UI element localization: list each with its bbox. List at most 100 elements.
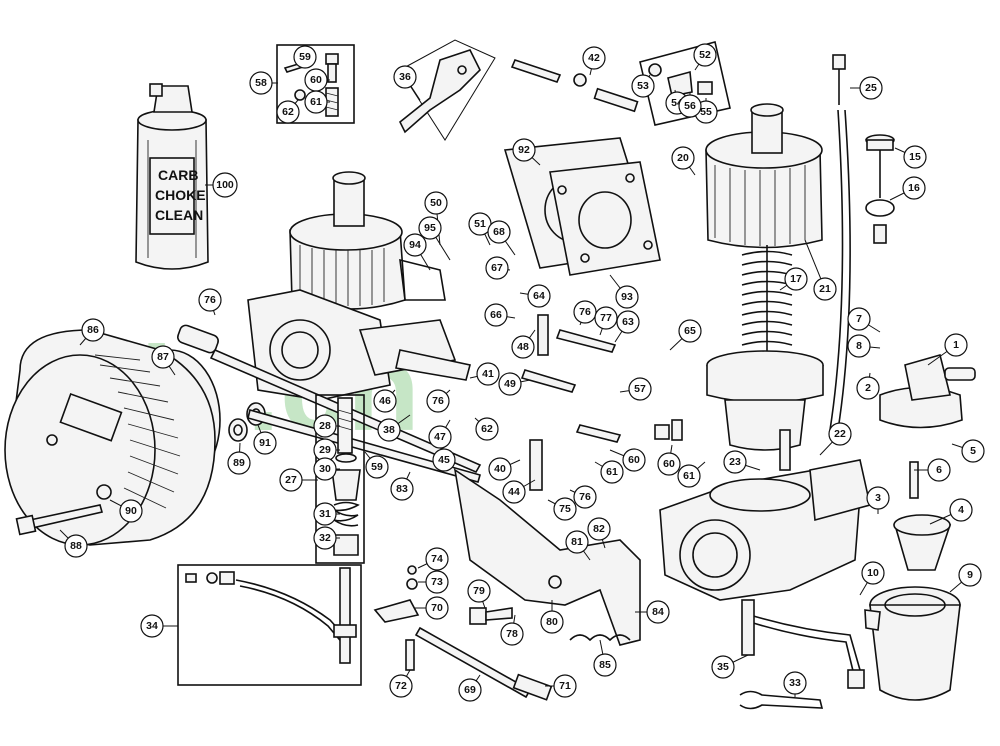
callout-circle — [512, 138, 536, 162]
callout-number: 2 — [865, 382, 871, 394]
callout-circle — [866, 486, 890, 510]
callout-circle — [859, 76, 883, 100]
callout-circle — [813, 277, 837, 301]
part-callout-92: 92 — [512, 138, 541, 166]
part-callout-61: 61 — [594, 460, 624, 484]
can-label-line-3: CLEAN — [155, 207, 203, 223]
part-callout-49: 49 — [498, 372, 531, 396]
throttle-link-bracket — [453, 468, 641, 646]
callout-circle — [903, 145, 927, 169]
part-callout-65: 65 — [669, 319, 702, 351]
callout-circle — [949, 498, 973, 522]
carb-cleaner-can: CARB CHOKE CLEAN — [135, 83, 209, 270]
callout-number: 76 — [579, 306, 591, 318]
callout-number: 59 — [299, 51, 311, 63]
callout-circle — [432, 448, 456, 472]
callout-number: 54 — [671, 97, 683, 109]
throttle-cable — [829, 54, 851, 431]
part-callout-48: 48 — [511, 329, 536, 359]
callout-number: 61 — [606, 466, 618, 478]
part-callout-15: 15 — [894, 145, 927, 169]
linkage-bracket-36 — [398, 39, 496, 141]
part-callout-1: 1 — [927, 333, 968, 366]
part-callout-82: 82 — [587, 517, 611, 549]
callout-circle — [485, 256, 509, 280]
part-callout-6: 6 — [914, 458, 951, 482]
callout-circle — [313, 526, 337, 550]
callout-circle — [961, 439, 985, 463]
callout-number: 79 — [473, 585, 485, 597]
damper-cap — [865, 134, 895, 244]
callout-circle — [628, 377, 652, 401]
callout-number: 75 — [559, 503, 571, 515]
part-callout-89: 89 — [227, 442, 251, 475]
callout-number: 71 — [559, 680, 571, 692]
part-callout-38: 38 — [377, 414, 411, 442]
callout-circle — [856, 376, 880, 400]
part-callout-74: 74 — [417, 547, 449, 571]
part-callout-93: 93 — [609, 274, 639, 309]
callout-number: 55 — [700, 106, 712, 118]
part-callout-34: 34 — [140, 614, 178, 638]
callout-circle — [540, 610, 564, 634]
callout-number: 47 — [434, 431, 446, 443]
callout-number: 33 — [789, 677, 801, 689]
part-callout-62: 62 — [474, 417, 499, 441]
can-label-line-1: CARB — [158, 167, 198, 183]
jet-needle — [909, 461, 919, 499]
part-callout-5: 5 — [951, 439, 985, 463]
part-callout-4: 4 — [929, 498, 973, 525]
callout-circle — [587, 517, 611, 541]
callout-circle — [390, 477, 414, 501]
part-callout-73: 73 — [418, 570, 449, 594]
part-callout-87: 87 — [151, 345, 176, 376]
callout-circle — [424, 191, 448, 215]
part-callout-70: 70 — [415, 596, 449, 620]
callout-number: 53 — [637, 80, 649, 92]
callout-number: 32 — [319, 532, 331, 544]
callout-number: 90 — [125, 505, 137, 517]
callout-number: 15 — [909, 151, 921, 163]
callout-number: 80 — [546, 616, 558, 628]
callout-number: 93 — [621, 291, 633, 303]
part-callout-27: 27 — [279, 468, 318, 492]
callout-number: 85 — [599, 659, 611, 671]
callout-circle — [428, 425, 452, 449]
part-callout-35: 35 — [711, 654, 749, 679]
callout-number: 10 — [867, 567, 879, 579]
callout-circle — [622, 448, 646, 472]
part-callout-66: 66 — [484, 303, 516, 327]
callout-number: 34 — [146, 620, 158, 632]
callout-number: 50 — [430, 197, 442, 209]
callout-number: 84 — [652, 606, 664, 618]
callout-number: 17 — [790, 273, 802, 285]
callout-circle — [475, 417, 499, 441]
callout-circle — [304, 90, 328, 114]
callout-number: 40 — [494, 463, 506, 475]
callout-circle — [502, 480, 526, 504]
part-callout-53: 53 — [631, 74, 655, 98]
callout-number: 8 — [856, 340, 862, 352]
callout-number: 23 — [729, 456, 741, 468]
callout-circle — [313, 457, 337, 481]
callout-number: 58 — [255, 77, 267, 89]
callout-number: 88 — [70, 540, 82, 552]
callout-number: 59 — [371, 461, 383, 473]
callout-number: 25 — [865, 82, 877, 94]
callout-number: 76 — [204, 294, 216, 306]
callout-number: 86 — [87, 324, 99, 336]
callout-circle — [487, 220, 511, 244]
callout-circle — [377, 418, 401, 442]
callout-number: 48 — [517, 341, 529, 353]
callout-circle — [403, 233, 427, 257]
callout-number: 45 — [438, 454, 450, 466]
part-callout-72: 72 — [389, 669, 413, 698]
part-callout-33: 33 — [783, 671, 807, 697]
callout-number: 52 — [699, 49, 711, 61]
part-callout-44: 44 — [502, 479, 536, 504]
callout-number: 21 — [819, 283, 831, 295]
callout-number: 83 — [396, 483, 408, 495]
callout-number: 35 — [717, 661, 729, 673]
callout-circle — [631, 74, 655, 98]
part-callout-7: 7 — [847, 307, 881, 333]
